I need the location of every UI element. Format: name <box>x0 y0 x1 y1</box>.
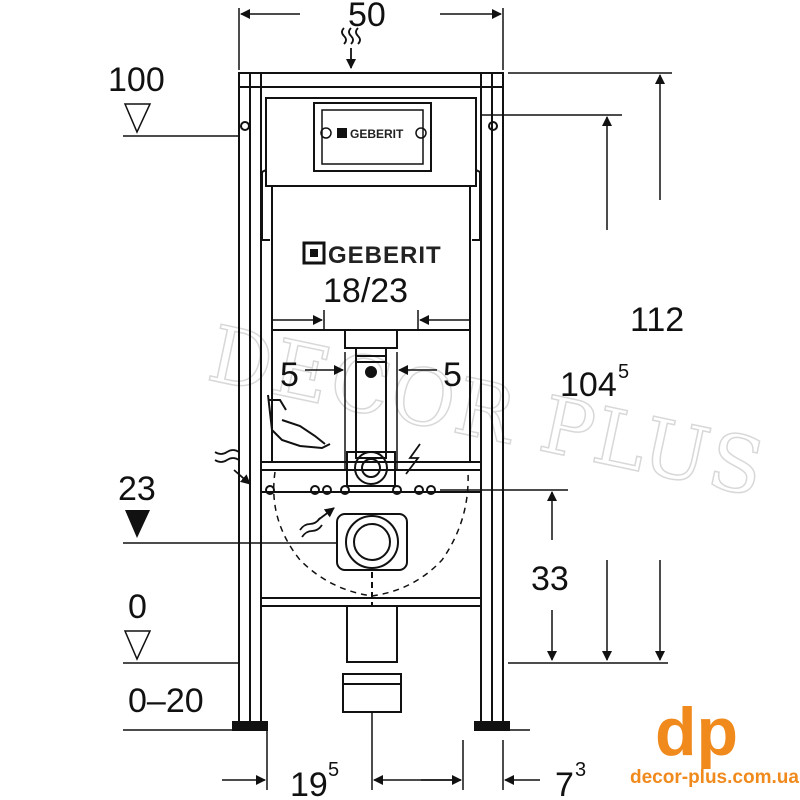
dimension-lines <box>123 8 672 790</box>
dim-bottom-right-sup: 3 <box>575 759 586 781</box>
flush-plate: GEBERIT <box>313 102 432 172</box>
cistern <box>261 97 481 462</box>
flush-pipe <box>344 329 398 487</box>
dim-flush-valve-span: 18/23 <box>323 272 408 310</box>
logo-letters: dp <box>655 694 738 770</box>
water-supply-icon <box>341 27 361 69</box>
waste-outlet <box>336 513 408 713</box>
level-floor-label: 0 <box>128 588 147 626</box>
level-top-label: 100 <box>108 61 165 99</box>
decor-plus-logo: dp decor-plus.com.ua <box>630 694 799 788</box>
dim-left-offset: 5 <box>280 356 299 394</box>
plate-logo-icon <box>337 128 347 138</box>
logo-site: decor-plus.com.ua <box>630 767 799 788</box>
dim-right-offset: 5 <box>443 356 462 394</box>
dim-outlet-height: 33 <box>531 560 569 598</box>
level-markers <box>123 103 152 661</box>
tank-brand-label: GEBERIT <box>328 242 442 269</box>
plate-brand-label: GEBERIT <box>350 127 404 141</box>
level-23-icon <box>125 510 150 538</box>
dim-bottom-left-sup: 5 <box>328 759 339 781</box>
installation-frame <box>232 72 510 731</box>
dim-total-height: 112 <box>630 301 684 339</box>
tank-brand: GEBERIT <box>302 241 442 269</box>
lightning-icon <box>405 443 421 475</box>
level-100-icon <box>123 103 152 134</box>
level-0-icon <box>123 630 152 661</box>
connection-plate <box>261 485 481 495</box>
level-adjust-range-label: 0–20 <box>128 682 204 720</box>
watermark-text: DECOR PLUS <box>201 310 773 516</box>
tank-logo-icon <box>302 241 326 265</box>
wc-bowl-outline <box>273 471 469 597</box>
dim-frame-height-sup: 5 <box>618 361 629 383</box>
drain-icon <box>214 449 251 485</box>
dim-frame-height: 104 <box>560 366 617 404</box>
spray-icon <box>299 507 335 538</box>
level-connection-label: 23 <box>118 470 156 508</box>
dim-top-width: 50 <box>348 0 386 34</box>
dim-bottom-right: 7 <box>555 766 574 800</box>
dim-bottom-left: 19 <box>290 766 328 800</box>
valve-mechanism <box>267 394 331 450</box>
